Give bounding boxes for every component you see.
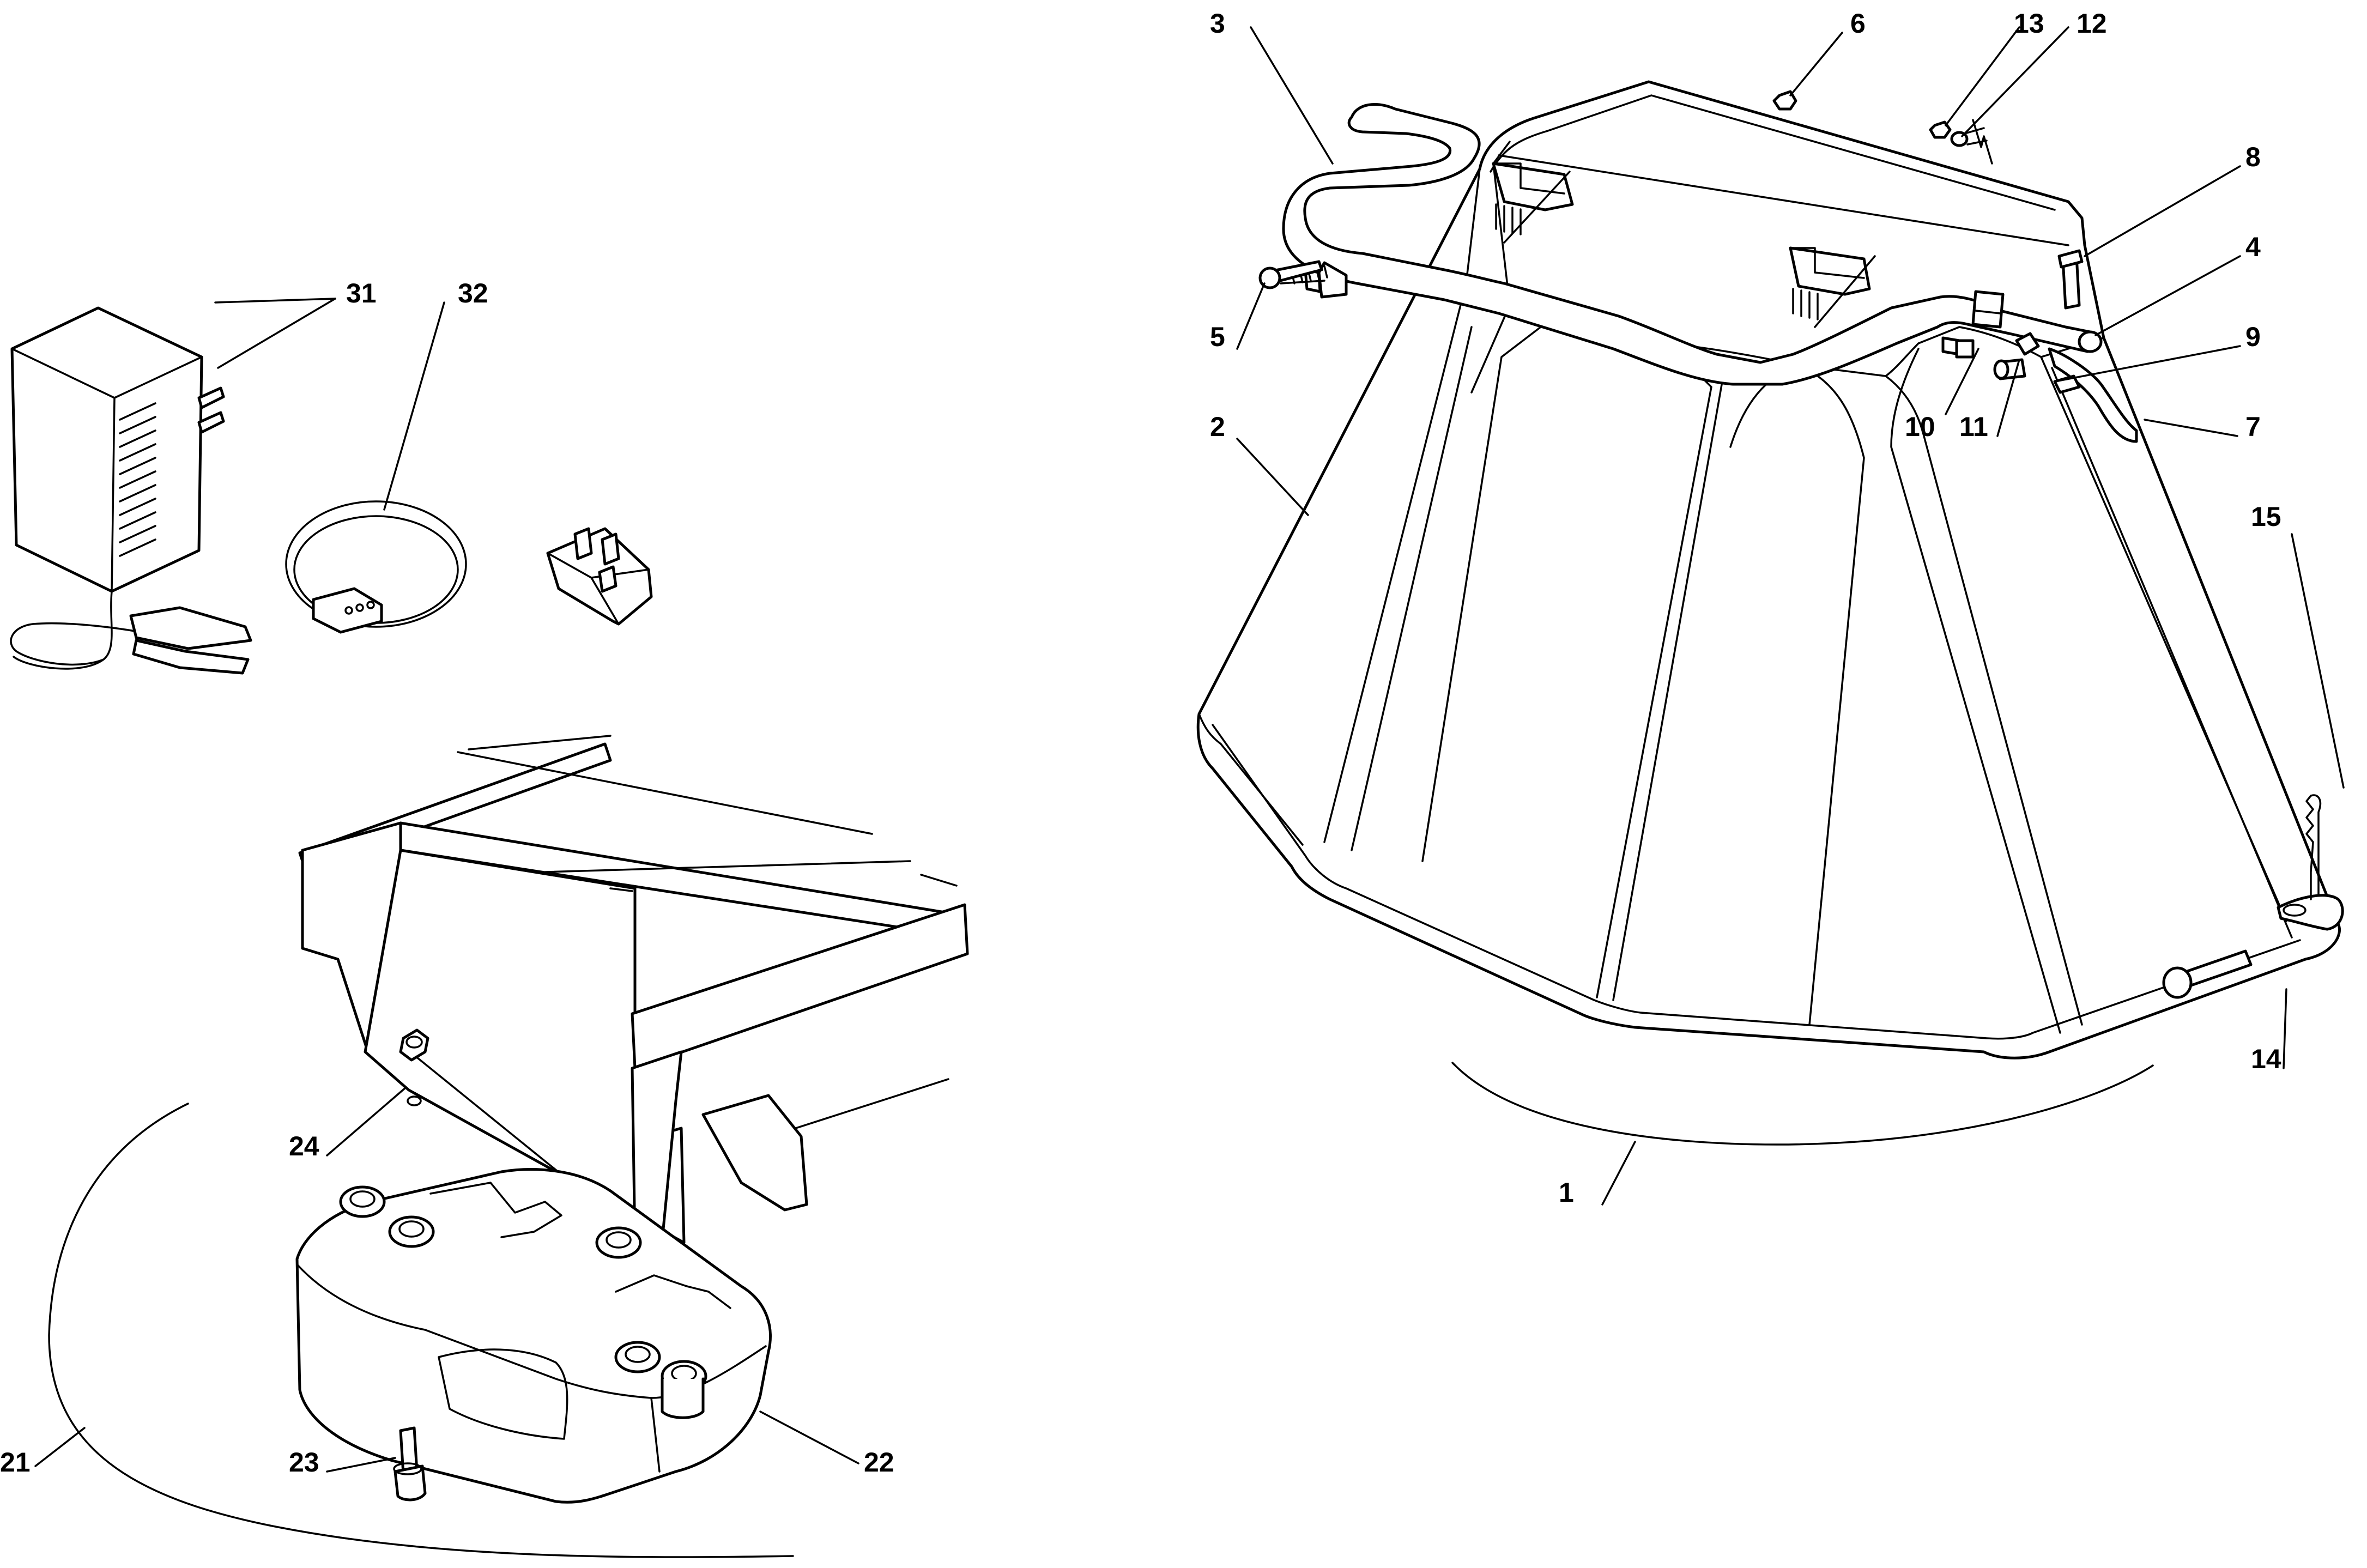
callout-21: 21 [0, 1447, 31, 1478]
callout-24: 24 [289, 1131, 319, 1161]
callout-12: 12 [2077, 8, 2107, 39]
callout-5: 5 [1210, 322, 1225, 352]
callout-14: 14 [2251, 1044, 2281, 1074]
callout-31: 31 [346, 278, 377, 308]
mounting-bolt [393, 1426, 427, 1502]
callout-9: 9 [2245, 322, 2261, 352]
callout-3: 3 [1210, 8, 1225, 39]
charger-lead [285, 500, 653, 634]
callout-2: 2 [1210, 411, 1225, 442]
spring-clip [2305, 794, 2322, 900]
callout-32: 32 [458, 278, 488, 308]
callout-23: 23 [289, 1447, 319, 1478]
callout-15: 15 [2251, 501, 2281, 532]
callout-4: 4 [2245, 232, 2261, 262]
callout-13: 13 [2014, 8, 2044, 39]
callout-11: 11 [1959, 411, 1988, 442]
callout-1: 1 [1559, 1177, 1574, 1208]
callout-22: 22 [864, 1447, 894, 1478]
deck-frame [298, 735, 969, 1255]
leader-lines [34, 26, 2345, 1558]
callouts: 1 2 3 4 5 6 7 8 9 10 11 12 13 14 15 21 2… [0, 8, 2281, 1478]
callout-10: 10 [1905, 411, 1935, 442]
callout-8: 8 [2245, 142, 2261, 172]
battery-charger [10, 306, 252, 675]
deck-weight [295, 1168, 772, 1504]
callout-6: 6 [1850, 8, 1866, 39]
hinge-pin [2162, 894, 2344, 999]
callout-7: 7 [2245, 411, 2261, 442]
